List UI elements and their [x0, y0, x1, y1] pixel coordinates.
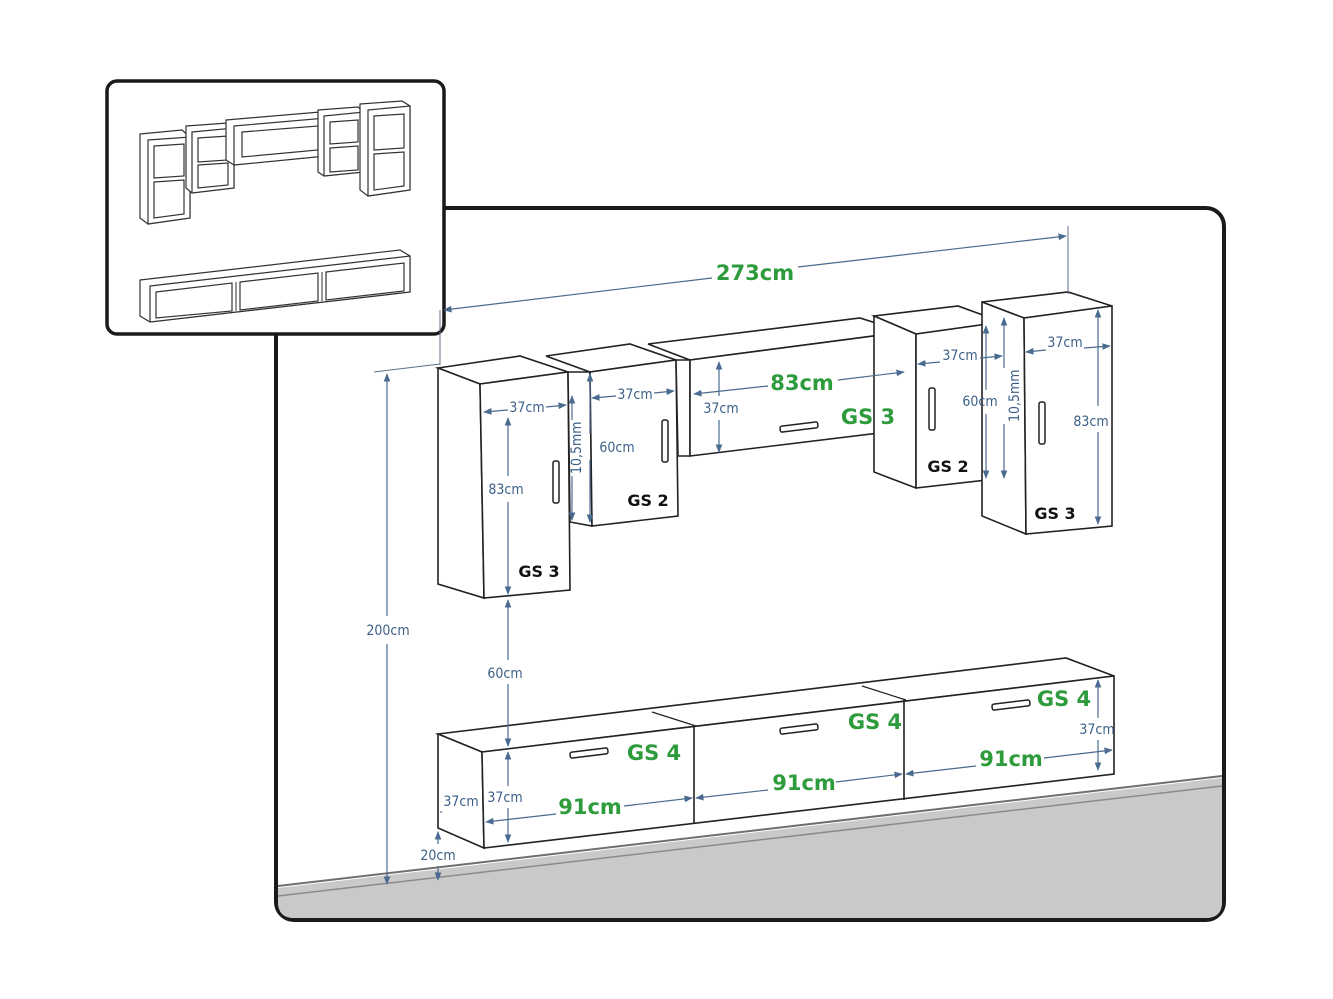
cabinet-gs2-left	[545, 343, 679, 527]
gs4-middle-name: GS 4	[848, 710, 902, 734]
gs3-right-name: GS 3	[1034, 504, 1075, 523]
gs4-middle-width: 91cm	[772, 771, 836, 795]
floor-clearance-label: 20cm	[420, 848, 455, 864]
gs4-left-depth: 37cm	[443, 794, 478, 810]
dimension-labels: 273cm 200cm 60cm 20cm GS 3 37cm 83cm GS …	[366, 261, 1114, 864]
gs3-left-height: 83cm	[488, 482, 523, 498]
gs4-right-height: 37cm	[1079, 722, 1114, 738]
total-width-label: 273cm	[716, 261, 794, 285]
gs3-middle-depth: 37cm	[703, 401, 738, 417]
dimension-lines	[373, 226, 1113, 885]
gs4-left-name: GS 4	[627, 741, 681, 765]
gs3-right-depth: 37cm	[1047, 335, 1082, 351]
gs2-left-offset: 10,5mm	[569, 421, 585, 474]
gs3-left-depth: 37cm	[509, 400, 544, 416]
thumbnail-wall-units	[139, 100, 411, 225]
gs3-middle-name: GS 3	[841, 405, 895, 429]
gs2-right-name: GS 2	[927, 457, 968, 476]
gs2-right-height: 60cm	[962, 394, 997, 410]
gs2-right-offset: 10,5mm	[1007, 369, 1023, 422]
gs4-right-width: 91cm	[979, 747, 1043, 771]
gs4-right-name: GS 4	[1037, 687, 1091, 711]
gs4-left-height: 37cm	[487, 790, 522, 806]
gs3-left-name: GS 3	[518, 562, 559, 581]
gs2-right-depth: 37cm	[942, 348, 977, 364]
gs3-right-height: 83cm	[1073, 414, 1108, 430]
gap-height-label: 60cm	[487, 666, 522, 682]
floor-unit-gs4	[434, 657, 1115, 850]
gs2-left-name: GS 2	[627, 491, 668, 510]
gs2-left-depth: 37cm	[617, 387, 652, 403]
cabinet-gs3-middle	[647, 317, 905, 457]
total-height-label: 200cm	[366, 623, 409, 639]
gs2-left-height: 60cm	[599, 440, 634, 456]
thumbnail-inset	[105, 79, 446, 336]
gs4-left-width: 91cm	[558, 795, 622, 819]
thumbnail-floor-unit	[139, 249, 411, 323]
cabinet-gs3-left	[434, 355, 571, 600]
cabinet-gs3-right	[981, 291, 1113, 536]
gs3-middle-width: 83cm	[770, 371, 834, 395]
